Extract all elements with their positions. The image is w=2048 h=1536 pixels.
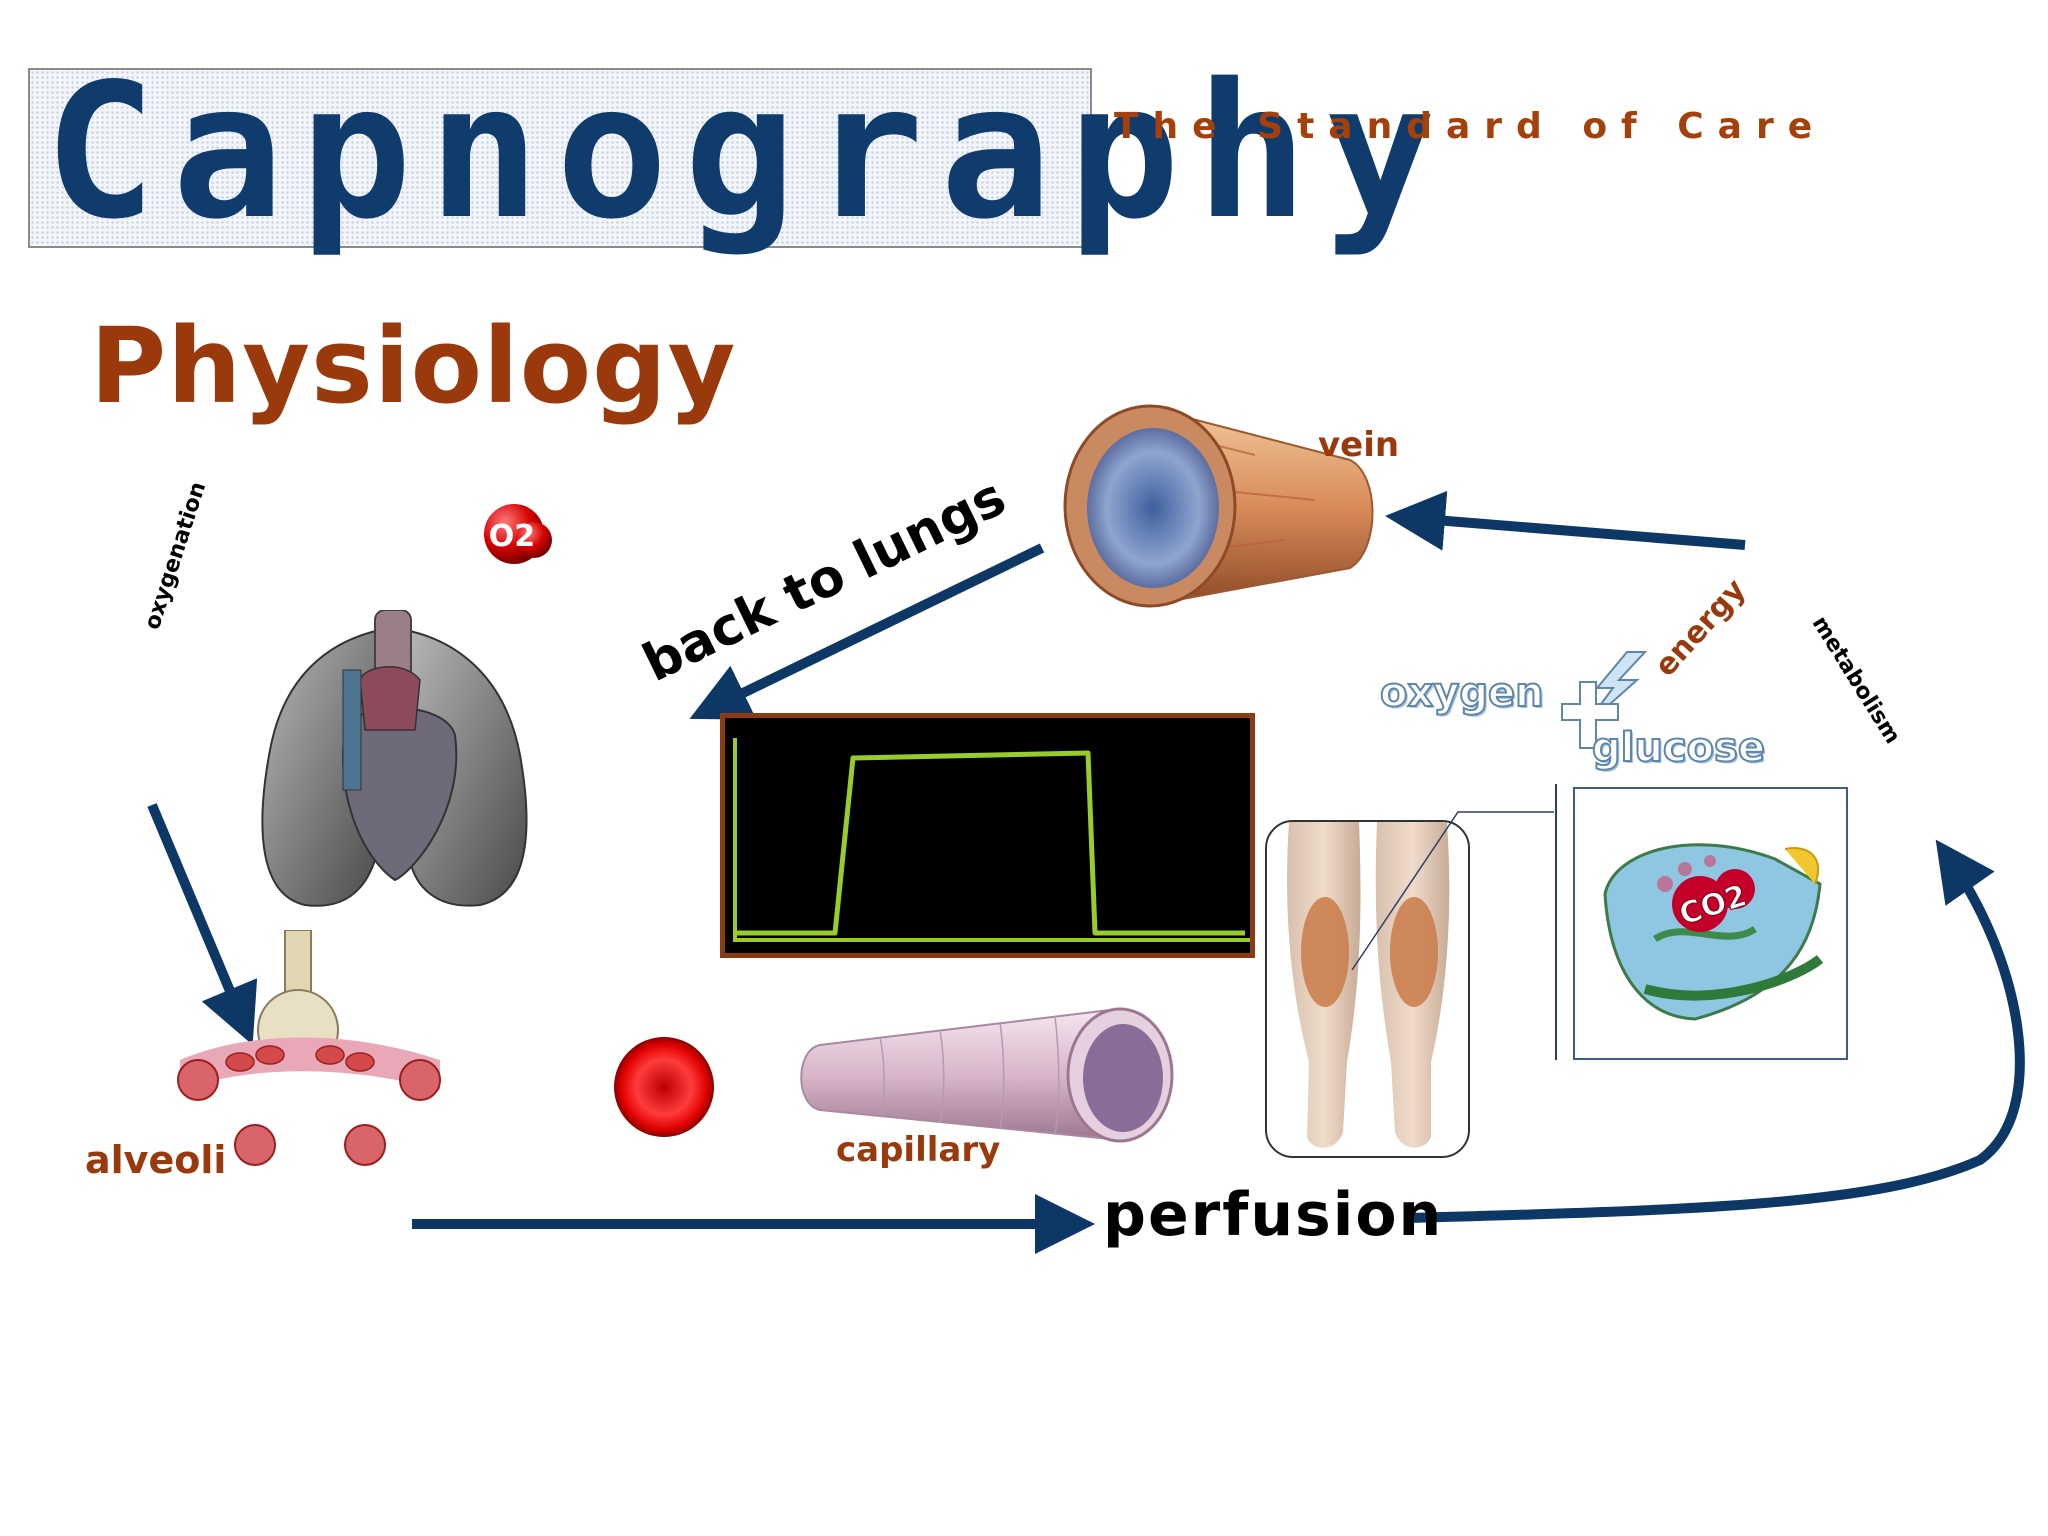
vein-illustration bbox=[1063, 404, 1374, 608]
legs-muscles-illustration bbox=[1265, 820, 1470, 1158]
o2-molecule-icon: O2 bbox=[484, 504, 552, 564]
connector-lines bbox=[1351, 784, 1557, 1060]
arrow-back-to-lungs bbox=[689, 543, 1045, 720]
plus-icon bbox=[1561, 681, 1619, 749]
label-perfusion: perfusion bbox=[1103, 1180, 1444, 1250]
subtitle: The Standard of Care bbox=[1114, 106, 1827, 147]
label-capillary: capillary bbox=[836, 1130, 1001, 1170]
header-box bbox=[28, 68, 1092, 248]
arrow-oxygenation bbox=[147, 803, 258, 1046]
label-glucose: glucose bbox=[1591, 724, 1766, 772]
arrow-perfusion-metabolism bbox=[1409, 839, 2025, 1223]
o2-badge-label: O2 bbox=[489, 519, 535, 554]
label-vein: vein bbox=[1318, 425, 1400, 465]
arrow-metabolism-vein bbox=[1385, 490, 1746, 551]
alveoli-illustration bbox=[177, 930, 441, 1166]
capnogram-waveform bbox=[733, 738, 1250, 942]
lungs-heart-illustration bbox=[261, 610, 528, 907]
capnogram-monitor bbox=[720, 713, 1255, 958]
red-blood-cell-illustration bbox=[614, 1037, 714, 1137]
cell-mitochondria-illustration: CO2 bbox=[1573, 787, 1848, 1060]
capillary-illustration bbox=[800, 1007, 1174, 1143]
label-alveoli: alveoli bbox=[85, 1138, 227, 1182]
label-oxygen: oxygen bbox=[1379, 669, 1545, 717]
section-heading: Physiology bbox=[90, 305, 737, 427]
